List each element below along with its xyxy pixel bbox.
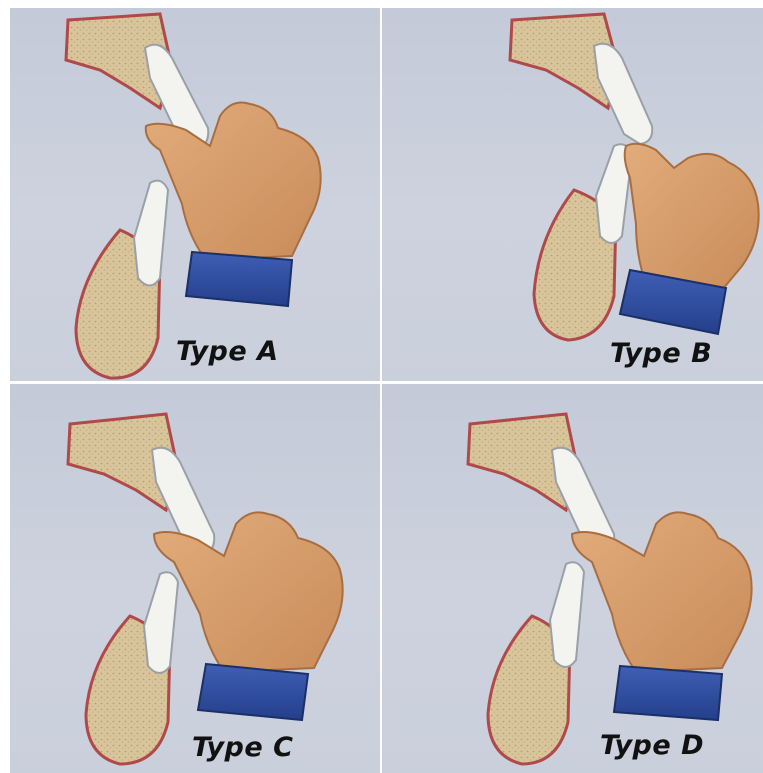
thumb-hand-icon	[146, 103, 321, 261]
lower-tooth-icon	[550, 562, 584, 667]
panel-type-c: Type C	[10, 384, 380, 773]
thumb-hand-icon	[154, 512, 343, 672]
lower-tooth-icon	[134, 181, 168, 286]
sleeve-cuff-icon	[186, 252, 292, 306]
panel-type-d: Type D	[382, 384, 763, 773]
type-c-label: Type C	[192, 732, 293, 763]
lower-tooth-icon	[144, 572, 178, 673]
panel-type-a: Type A	[10, 8, 380, 381]
type-d-label: Type D	[600, 730, 704, 761]
sleeve-cuff-icon	[614, 666, 722, 720]
panel-type-b: Type B	[382, 8, 763, 381]
type-a-label: Type A	[176, 336, 278, 367]
thumb-hand-icon	[625, 144, 759, 290]
sleeve-cuff-icon	[198, 664, 308, 720]
thumb-hand-icon	[572, 512, 752, 672]
type-b-label: Type B	[610, 338, 712, 369]
